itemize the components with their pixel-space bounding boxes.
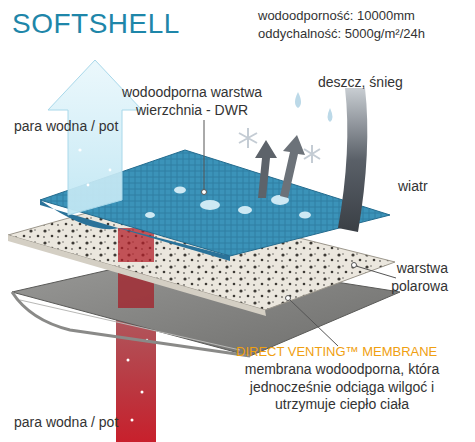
weather-label: deszcz, śnieg: [318, 74, 403, 92]
title: SOFTSHELL: [12, 6, 180, 41]
spec-text: wodoodporność: 10000mm: [258, 8, 415, 24]
layer-label: wodoodporna warstwa wierzchnia - DWR: [112, 84, 272, 119]
layer-label: warstwa polarowa: [372, 260, 448, 295]
membrane-name: DIRECT VENTING™ MEMBRANE: [236, 344, 437, 360]
spec-text: oddychalność: 5000g/m²/24h: [258, 26, 425, 42]
vapour-label: para wodna / pot: [14, 118, 118, 136]
membrane-description: membrana wodoodporna, która jednocześnie…: [232, 361, 452, 414]
wind-label: wiatr: [398, 178, 428, 196]
vapour-label: para wodna / pot: [14, 414, 118, 432]
